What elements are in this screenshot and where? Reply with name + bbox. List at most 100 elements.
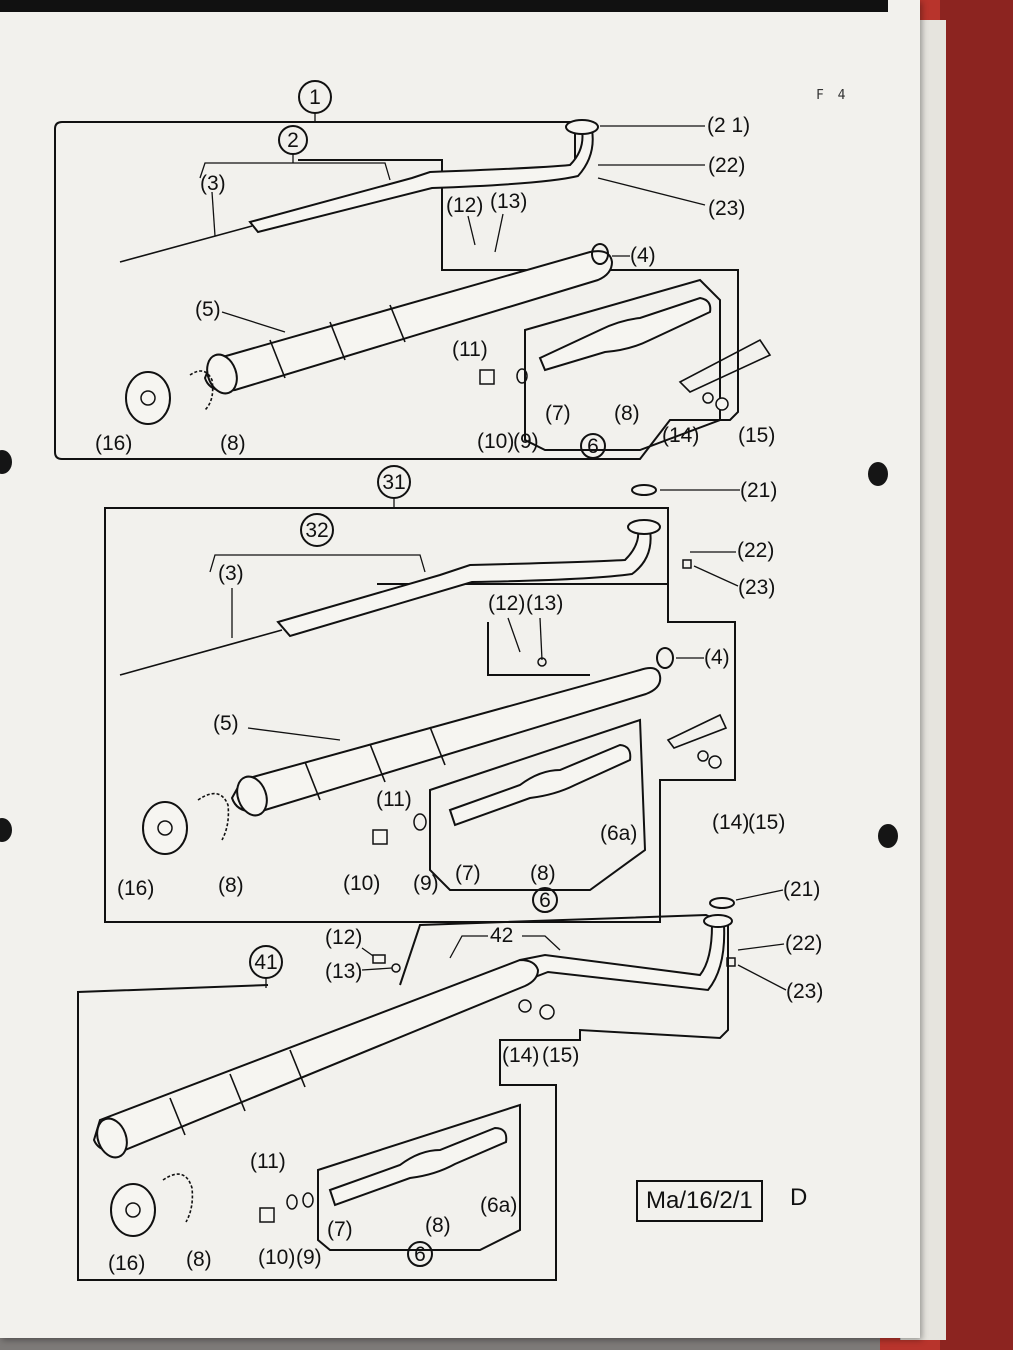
part-15b-label: (15) [748,811,785,834]
bracket-icon [678,338,772,393]
insert-31 [448,743,632,827]
part-10b-label: (10) [343,872,380,895]
part-4-label: (4) [630,244,656,267]
svg-text:32: 32 [305,519,328,542]
part-13-label: (13) [490,190,527,213]
part-5-label: (5) [195,298,221,321]
callout-2: 2 [278,125,308,155]
callout-6b: 6 [532,887,558,913]
part-3-label: (3) [200,172,226,195]
exploded-parts-diagram: 1 2 (3) (2 1) (22) (23) (12 [54,80,823,1281]
part-22b-label: (22) [737,539,774,562]
part-8-label: (8) [614,402,640,425]
svg-text:41: 41 [254,951,277,974]
muffler-31 [230,667,662,813]
part-8e-label: (8) [425,1214,451,1237]
svg-text:6: 6 [539,889,551,912]
insert-box-31 [429,718,647,891]
part-23c-label: (23) [786,980,823,1003]
part-21-label: (2 1) [707,114,750,137]
assembly-41-number: 41 [249,945,283,979]
assembly-1-group: 1 2 (3) (2 1) (22) (23) (12 [54,80,775,460]
flange-icon [565,119,599,135]
part-23-label: (23) [708,197,745,220]
part-5b-label: (5) [213,712,239,735]
part-7-label: (7) [545,402,571,425]
part-21b-label: (21) [740,479,777,502]
part-11-label: (11) [452,338,488,361]
insert-box-1 [524,278,721,451]
part-14c-label: (14) [502,1044,539,1067]
insert-1 [538,296,712,372]
binder-hole-left-top [0,450,12,474]
bracket-2 [199,162,391,181]
part-16-label: (16) [95,432,132,455]
part-13b-label: (13) [526,592,563,615]
assembly-31-group: 31 32 (3) (21) (22) (23) (12) (13) [104,465,785,923]
svg-text:6: 6 [414,1243,426,1266]
part-8d-label: (8) [218,874,244,897]
part-8f-label: (8) [186,1248,212,1271]
part-7c-label: (7) [327,1218,353,1241]
svg-text:31: 31 [382,471,405,494]
assembly-31-frame [104,507,736,923]
part-4b-label: (4) [704,646,730,669]
part-12b-label: (12) [488,592,525,615]
callout-32: 32 [300,513,334,547]
svg-text:2: 2 [287,129,299,152]
assembly-1-frame [54,121,739,460]
part-8c-label: (8) [530,862,556,885]
sheet-code-box: Ma/16/2/1 [636,1180,763,1222]
svg-text:6: 6 [587,435,599,458]
part-11b-label: (11) [376,788,412,811]
part-13c-label: (13) [325,960,362,983]
assembly-31-subframe [487,622,590,676]
part-6a-c-label: (6a) [480,1194,517,1217]
part-11c-label: (11) [250,1150,286,1173]
part-12-label: (12) [446,194,483,217]
part-14-label: (14) [662,424,699,447]
binder-hole-left-bottom [0,818,12,842]
muffler-1 [203,250,614,392]
part-14b-label: (14) [712,811,749,834]
sheet-suffix: D [790,1184,808,1211]
svg-text:1: 1 [309,86,321,109]
bracket-32 [209,554,426,573]
callout-6c: 6 [407,1241,433,1267]
part-15-label: (15) [738,424,775,447]
part-3b-label: (3) [218,562,244,585]
end-cap-1-icon [125,371,171,425]
part-12c-label: (12) [325,926,362,949]
page-top-border [0,0,888,12]
part-9b-label: (9) [413,872,439,895]
part-7b-label: (7) [455,862,481,885]
assembly-1-exhaust-frame [298,121,576,160]
end-cap-41-icon [110,1183,156,1237]
part-16b-label: (16) [117,877,154,900]
assembly-31-top-frame [377,507,669,584]
part-21c-label: (21) [783,878,820,901]
parts-diagram-page: F 4 1 2 (3) [0,0,920,1338]
part-9c-label: (9) [296,1246,322,1269]
callout-6: 6 [580,433,606,459]
part-22-label: (22) [708,154,745,177]
header-pipe-1 [248,129,594,234]
page-code: F 4 [816,88,849,103]
ring-4-icon [591,243,609,265]
assembly-1-number: 1 [298,80,332,114]
assembly-41-group: 41 42 (21) (22) (23) (12) (13) [77,878,823,1281]
part-23b-label: (23) [738,576,775,599]
punch-hole-right-bottom [878,824,898,848]
part-10-label: (10) [477,430,514,453]
part-22c-label: (22) [785,932,822,955]
part-9-label: (9) [513,430,539,453]
insert-41 [328,1126,508,1207]
pipe-rod [119,225,253,263]
assembly-31-number: 31 [377,465,411,499]
insert-box-41 [317,1103,521,1251]
part-8b-label: (8) [220,432,246,455]
part-16c-label: (16) [108,1252,145,1275]
red-folder-edge [940,0,1013,1350]
part-6a-label: (6a) [600,822,637,845]
part-10c-label: (10) [258,1246,295,1269]
